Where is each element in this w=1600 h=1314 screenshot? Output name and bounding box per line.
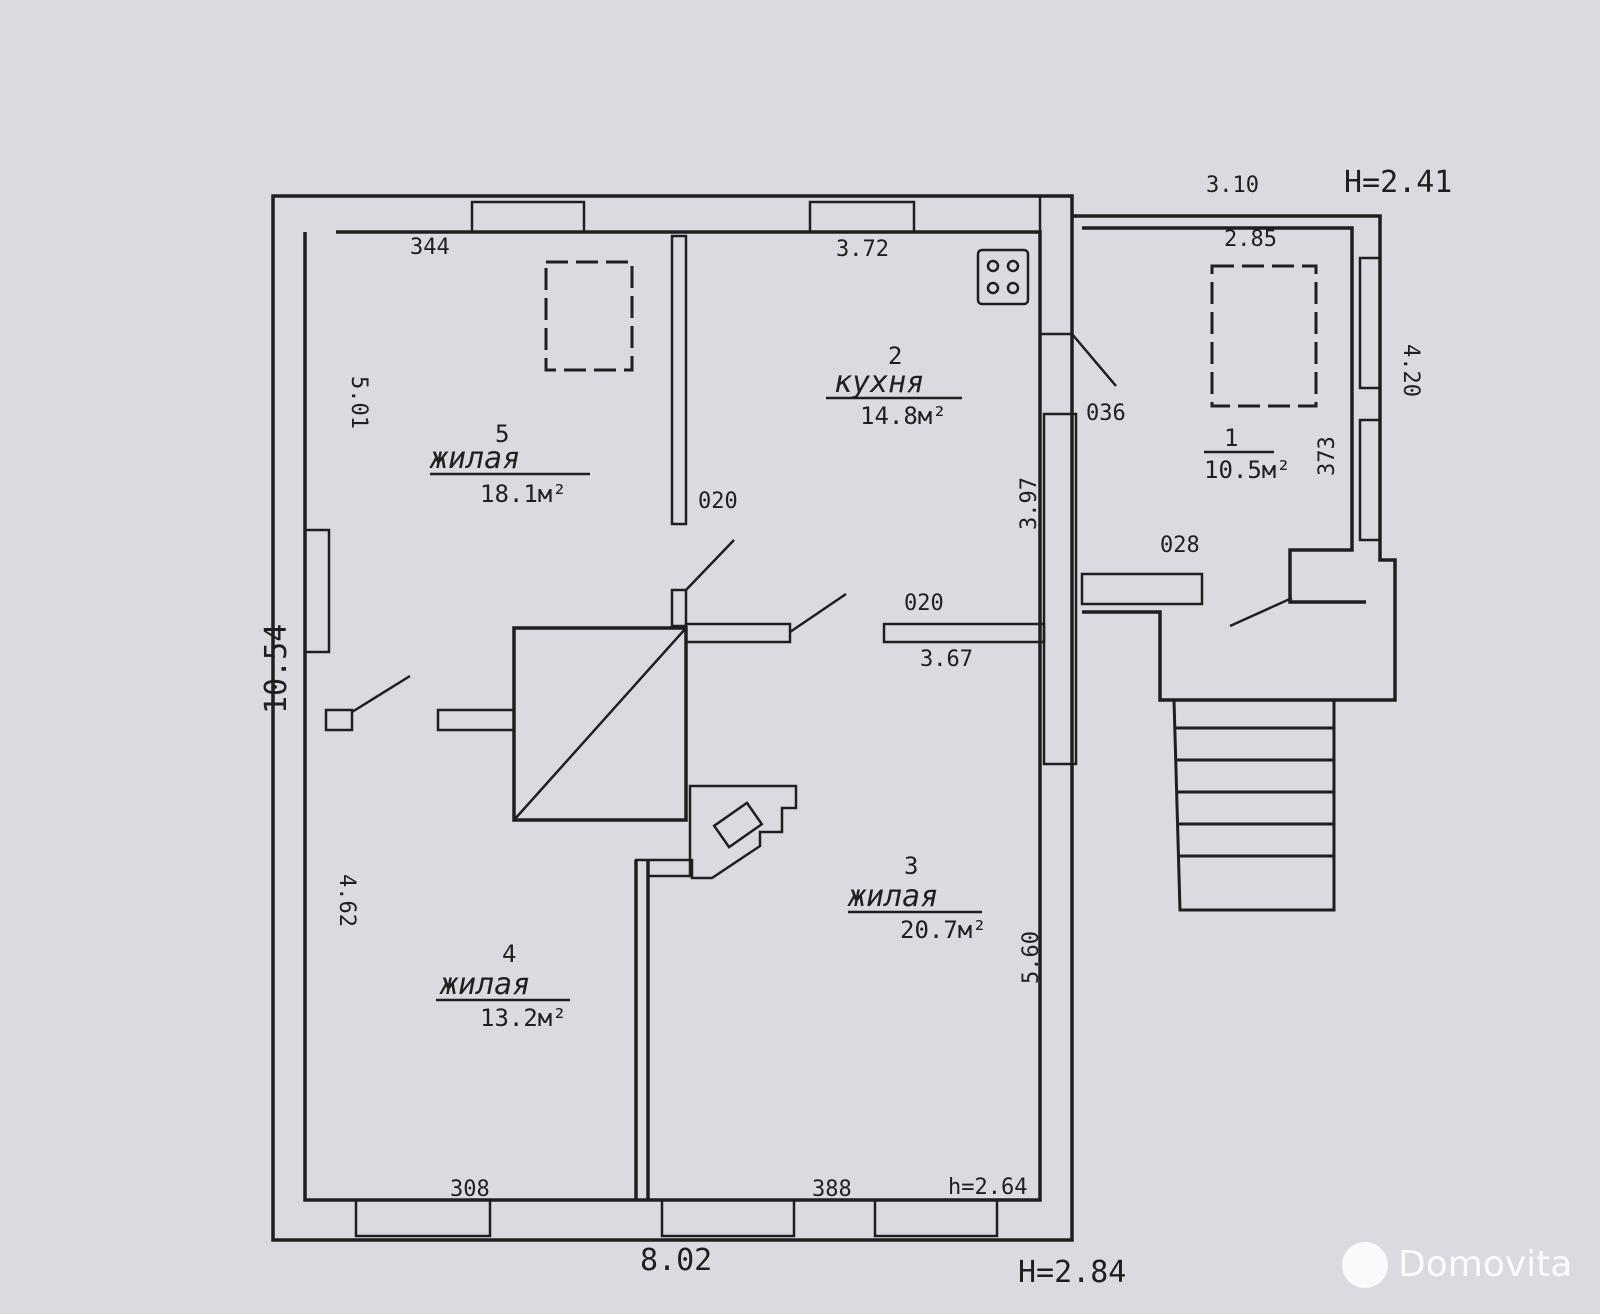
- room-2-area: 14.8м²: [860, 402, 947, 430]
- dim-total-depth: 10.54: [259, 624, 294, 714]
- partition-kitchen-ext-top: [1040, 196, 1072, 334]
- window-top-left: [472, 202, 584, 232]
- dim-room3-depth: 5.60: [1019, 931, 1044, 984]
- skylight-room-1: [1212, 266, 1316, 406]
- staircase: [1174, 700, 1334, 910]
- wall-stub-center: [672, 590, 686, 626]
- dim-partition-020: 020: [904, 591, 944, 616]
- dim-partition-5-2: 020: [698, 489, 738, 514]
- height-extension: H=2.41: [1344, 165, 1452, 200]
- stair-steps: [1176, 728, 1334, 856]
- stove-diagonal: [514, 628, 686, 820]
- watermark-logo-icon: [1342, 1242, 1388, 1288]
- room-4-name: жилая: [439, 967, 530, 1002]
- dim-total-width: 8.02: [640, 1243, 712, 1278]
- dim-ext-inner: 2.85: [1224, 227, 1277, 252]
- room-4-area: 13.2м²: [480, 1004, 567, 1032]
- dim-room5-width: 344: [410, 235, 450, 260]
- stove-stub-left: [438, 710, 514, 730]
- dim-door-036: 036: [1086, 401, 1126, 426]
- dim-kitchen-depth: 3.97: [1017, 477, 1042, 530]
- skylight-room-5: [546, 262, 632, 370]
- wall-stub-left: [326, 710, 352, 730]
- window-right-ext-mid: [1360, 420, 1380, 540]
- window-bottom-right: [875, 1200, 997, 1236]
- dim-ext-right: 4.20: [1398, 344, 1423, 397]
- burner-2: [1008, 261, 1018, 271]
- dim-ext-outer: 3.10: [1206, 173, 1259, 198]
- door-line-kitchen-ext: [1072, 334, 1116, 386]
- height-room: h=2.64: [948, 1175, 1027, 1200]
- dim-room5-depth: 5.01: [346, 376, 371, 429]
- room-3-name: жилая: [847, 879, 938, 914]
- room-2-name: кухня: [834, 365, 924, 400]
- room-1-area: 10.5м²: [1204, 456, 1291, 484]
- cooktop: [978, 250, 1028, 304]
- door-line-5-4: [352, 676, 410, 712]
- stove-grate: [714, 803, 762, 847]
- partition-kitchen-3-right: [884, 624, 1044, 642]
- door-line-kitchen-3: [790, 594, 846, 632]
- dim-room4-depth: 4.62: [334, 874, 359, 927]
- door-line-5-2: [686, 540, 734, 590]
- partition-5-2: [672, 236, 686, 524]
- window-bottom-left: [356, 1200, 490, 1236]
- room-1-number: 1: [1224, 424, 1238, 452]
- window-bottom-mid: [662, 1200, 794, 1236]
- dim-room4-width: 308: [450, 1177, 490, 1202]
- stove-firebox: [636, 786, 796, 1200]
- burner-1: [988, 261, 998, 271]
- burner-4: [1008, 283, 1018, 293]
- dim-ext-wall-028: 028: [1160, 533, 1200, 558]
- room-4-number: 4: [502, 940, 516, 968]
- wall-stub-ext: [1082, 574, 1202, 604]
- window-right-ext-top: [1360, 258, 1380, 388]
- burner-3: [988, 283, 998, 293]
- room-5-area: 18.1м²: [480, 480, 567, 508]
- dim-room3-width-bottom: 388: [812, 1177, 852, 1202]
- window-left: [305, 530, 329, 652]
- height-main: H=2.84: [1018, 1255, 1126, 1290]
- door-line-ext: [1230, 598, 1292, 626]
- partition-kitchen-3-left: [686, 624, 790, 642]
- dim-room1-depth: 373: [1315, 436, 1340, 476]
- room-3-number: 3: [904, 852, 918, 880]
- window-top-center: [810, 202, 914, 232]
- dim-kitchen-width: 3.72: [836, 237, 889, 262]
- room-3-area: 20.7м²: [900, 916, 987, 944]
- watermark: Domovita: [1342, 1236, 1582, 1296]
- dim-room3-width: 3.67: [920, 647, 973, 672]
- watermark-text: Domovita: [1398, 1244, 1572, 1285]
- room-5-name: жилая: [429, 441, 520, 476]
